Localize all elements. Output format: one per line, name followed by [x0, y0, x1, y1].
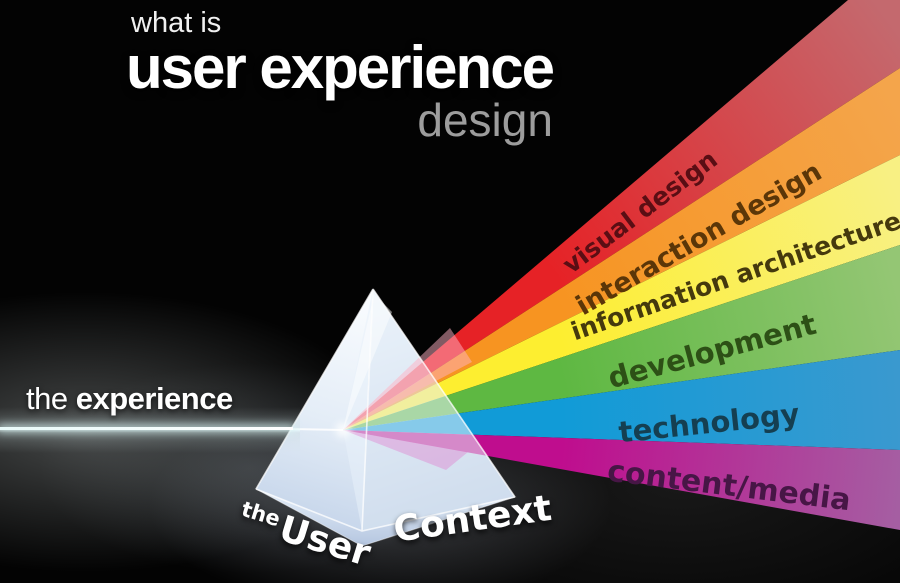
band-technology — [343, 350, 900, 450]
light-flare-magenta — [343, 430, 468, 470]
prism-left-face — [256, 289, 373, 531]
beam-halo — [0, 407, 300, 453]
experience-label-bold: experience — [75, 381, 234, 416]
light-flare-white — [343, 294, 392, 430]
light-flare-pink — [343, 328, 472, 430]
spectrum-bands — [343, 0, 900, 530]
band-visual-design — [343, 0, 900, 430]
experience-label-the: the — [26, 381, 76, 416]
title-pre: what is — [131, 7, 222, 39]
band-interaction-design — [343, 68, 900, 430]
title-sub: design — [417, 94, 553, 147]
experience-label: the experience — [26, 381, 233, 417]
title-block: what is user experience design — [126, 7, 555, 147]
band-development — [343, 245, 900, 430]
light-beam — [0, 427, 293, 430]
page-title: user experience — [126, 33, 555, 101]
band-information-architecture — [343, 155, 900, 430]
prism-glass-wash — [343, 289, 515, 531]
prism-edges — [255, 288, 516, 532]
